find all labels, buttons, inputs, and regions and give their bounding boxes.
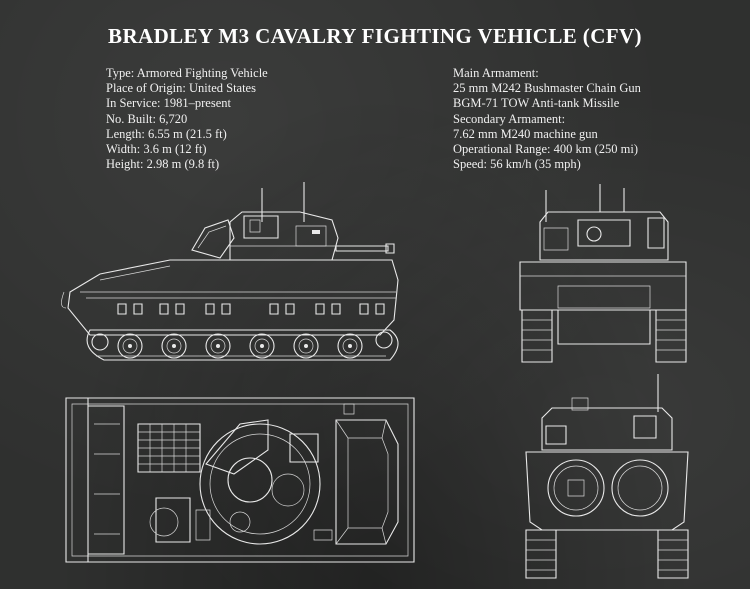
front-view-drawing	[518, 182, 690, 364]
spec-main-armament-heading: Main Armament:	[453, 66, 539, 80]
spec-speed: Speed: 56 km/h (35 mph)	[453, 157, 581, 172]
spec-secondary-armament-heading: Secondary Armament:	[453, 111, 566, 126]
side-view-drawing	[60, 180, 410, 370]
page-title: BRADLEY M3 CAVALRY FIGHTING VEHICLE (CFV…	[108, 24, 642, 48]
spec-height: Height: 2.98 m (9.8 ft)	[106, 157, 220, 172]
rear-view-drawing	[522, 372, 692, 580]
spec-length: Length: 6.55 m (21.5 ft)	[106, 126, 227, 141]
spec-width: Width: 3.6 m (12 ft)	[106, 142, 207, 157]
spec-machine-gun: 7.62 mm M240 machine gun	[453, 126, 598, 141]
spec-main-gun: 25 mm M242 Bushmaster Chain Gun	[453, 81, 641, 96]
spec-type: Type: Armored Fighting Vehicle	[106, 66, 268, 80]
spec-origin: Place of Origin: United States	[106, 81, 256, 96]
specs-left: Type: Armored Fighting Vehicle Place of …	[106, 66, 268, 172]
spec-number-built: No. Built: 6,720	[106, 111, 188, 126]
spec-in-service: In Service: 1981–present	[106, 96, 231, 111]
top-view-drawing	[64, 394, 418, 566]
spec-range: Operational Range: 400 km (250 mi)	[453, 142, 639, 157]
spec-missile: BGM-71 TOW Anti-tank Missile	[453, 96, 620, 111]
specs-right: Main Armament: 25 mm M242 Bushmaster Cha…	[453, 66, 641, 172]
